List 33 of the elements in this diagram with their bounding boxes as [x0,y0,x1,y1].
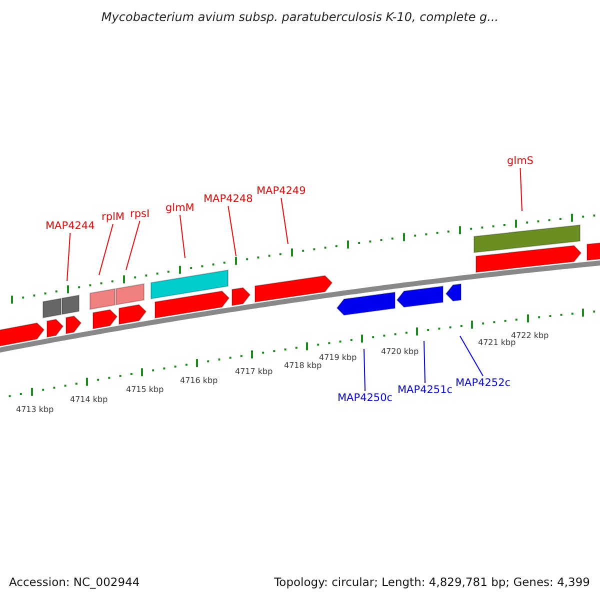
leader-line [179,214,186,258]
gene-label: MAP4248 [204,193,253,205]
tick-label: 4722 kbp [511,331,549,340]
tick-label: 4719 kbp [319,353,357,362]
gene-label: MAP4249 [256,185,306,197]
tick-label: 4713 kbp [16,405,54,414]
title: Mycobacterium avium subsp. paratuberculosis K-10, complete g... [100,10,500,24]
gene-label: rplM [102,211,124,223]
leader-line [424,340,426,384]
tick-label: 4718 kbp [284,361,322,370]
leader-line [364,348,366,392]
leader-line [460,336,484,376]
leader-line [228,206,236,256]
leader-line [520,168,522,212]
tick-label: 4720 kbp [381,347,419,356]
gene-label: MAP4251c [398,384,453,396]
footer-text: Topology: circular; Length: 4,829,781 bp; Genes: 4,399 [274,575,590,589]
tick-label: 4715 kbp [126,385,164,394]
footer-text: Accession: NC_002944 [9,575,140,589]
gene-label: MAP4252c [456,377,511,389]
leader-line [126,220,140,270]
leader-line [66,232,71,282]
gene-label: glmS [507,155,534,167]
leader-line [280,198,288,244]
gene-label: MAP4250c [338,392,393,404]
gene-label: glmM [166,202,194,214]
leader-line [98,224,114,276]
gene-label: MAP4244 [46,220,95,232]
tick-label: 4717 kbp [235,367,273,376]
tick-label: 4714 kbp [70,395,108,404]
tick-label: 4721 kbp [478,338,516,347]
tick-label: 4716 kbp [180,376,218,385]
gene-label: rpsI [130,208,150,220]
